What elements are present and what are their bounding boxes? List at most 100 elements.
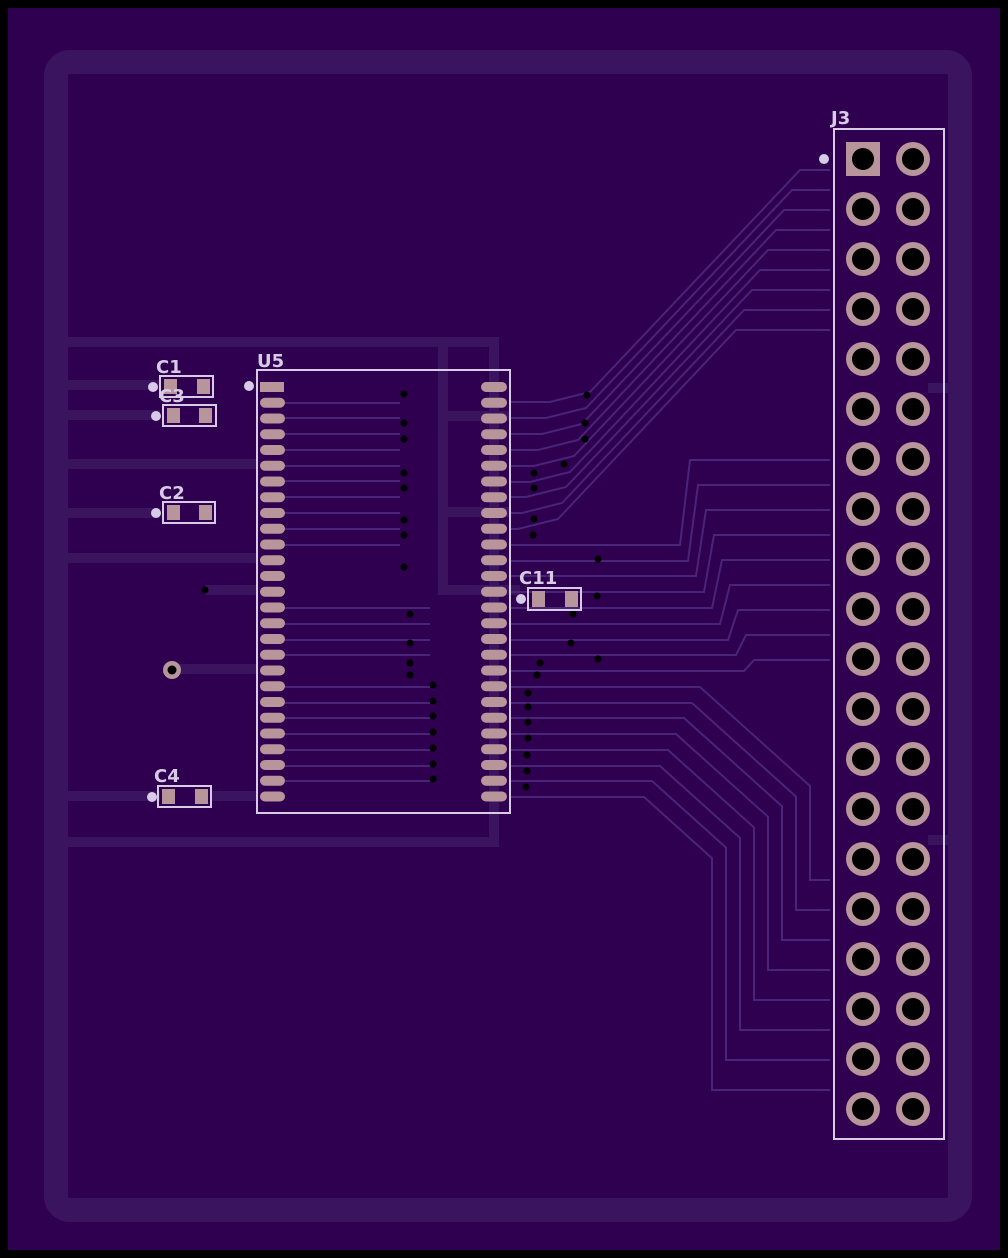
u5-pad [260, 571, 285, 581]
via [400, 435, 408, 443]
j3-drill [852, 348, 874, 370]
via [406, 639, 414, 647]
via [406, 659, 414, 667]
j3-drill [852, 948, 874, 970]
c4-pin1-marker [147, 792, 157, 802]
j3-drill [902, 548, 924, 570]
j3-drill [902, 698, 924, 720]
u5-pad [260, 445, 285, 455]
signal-trace [510, 459, 830, 546]
via [429, 744, 437, 752]
c4-pad-2 [195, 789, 208, 804]
connector-j3[interactable]: J3 [819, 108, 945, 1140]
u5-pad [260, 539, 285, 550]
via [530, 484, 538, 492]
signal-trace [510, 765, 830, 1031]
u5-pad [481, 712, 507, 723]
u5-pad [260, 523, 285, 534]
u5-pad [481, 539, 507, 550]
capacitor-c2[interactable]: C2 [151, 483, 216, 524]
c3-outline [162, 404, 217, 427]
j3-drill [852, 748, 874, 770]
signal-trace [510, 634, 830, 656]
c11-label: C11 [519, 568, 557, 589]
c2-outline [162, 501, 216, 524]
j3-drill [852, 1048, 874, 1070]
j3-pads [846, 142, 930, 1126]
c4-label: C4 [154, 766, 180, 787]
via [524, 718, 532, 726]
test-point-drill [167, 665, 177, 675]
c11-outline [527, 587, 582, 611]
capacitor-c3[interactable]: C3 [151, 386, 217, 427]
via [569, 610, 577, 618]
u5-pad [481, 665, 507, 676]
j3-drill [852, 1098, 874, 1120]
u5-pad [260, 728, 285, 739]
capacitor-c11[interactable]: C11 [516, 568, 582, 611]
capacitor-c1[interactable]: C1 [148, 357, 214, 398]
j3-drill [852, 698, 874, 720]
via [400, 390, 408, 398]
via [429, 775, 437, 783]
j3-drill [902, 748, 924, 770]
via [523, 751, 531, 759]
via [524, 703, 532, 711]
signal-trace [510, 329, 830, 530]
j3-drill [852, 798, 874, 820]
c4-pad-1 [162, 789, 175, 804]
j3-drill [902, 648, 924, 670]
capacitor-c4[interactable]: C4 [147, 766, 212, 808]
j3-drill [902, 248, 924, 270]
u5-pad [260, 382, 284, 392]
via [429, 760, 437, 768]
ic-u5[interactable]: U5 [244, 351, 511, 814]
j3-pin1-marker [819, 154, 829, 164]
u5-pad [481, 492, 507, 503]
signal-trace [510, 269, 830, 483]
j3-drill [852, 548, 874, 570]
u5-pad [260, 791, 285, 802]
j3-drill [852, 998, 874, 1020]
u5-pad [260, 649, 285, 660]
u5-pad [481, 775, 507, 786]
c3-pad-2 [199, 408, 212, 423]
signal-trace [510, 249, 830, 467]
u5-pad [481, 476, 507, 487]
j3-drill [852, 448, 874, 470]
u5-pad [481, 523, 507, 534]
c1-pin1-marker [148, 382, 158, 392]
j3-drill [852, 398, 874, 420]
signal-trace [510, 229, 830, 451]
c2-pad-2 [199, 505, 212, 520]
u5-pad [481, 634, 507, 644]
j3-drill [852, 248, 874, 270]
j3-drill [852, 848, 874, 870]
c1-pad-1 [164, 379, 177, 394]
via [524, 734, 532, 742]
u5-pad [260, 397, 285, 408]
via [567, 639, 575, 647]
via [594, 655, 602, 663]
j3-drill [902, 848, 924, 870]
c2-pin1-marker [151, 508, 161, 518]
j3-label: J3 [829, 108, 850, 129]
u5-pad [260, 555, 285, 566]
j3-drill [852, 648, 874, 670]
via [400, 484, 408, 492]
via [522, 783, 530, 791]
j3-drill [902, 898, 924, 920]
u5-pads [260, 382, 507, 802]
via [406, 671, 414, 679]
u5-pad [260, 586, 285, 597]
j3-drill [902, 198, 924, 220]
j3-drill [852, 198, 874, 220]
u5-pad [481, 618, 507, 629]
via [594, 555, 602, 563]
j3-drill [852, 598, 874, 620]
c3-pad-1 [167, 408, 180, 423]
j3-drill [902, 1098, 924, 1120]
signal-trace [510, 484, 830, 562]
c11-pad-2 [565, 591, 578, 607]
